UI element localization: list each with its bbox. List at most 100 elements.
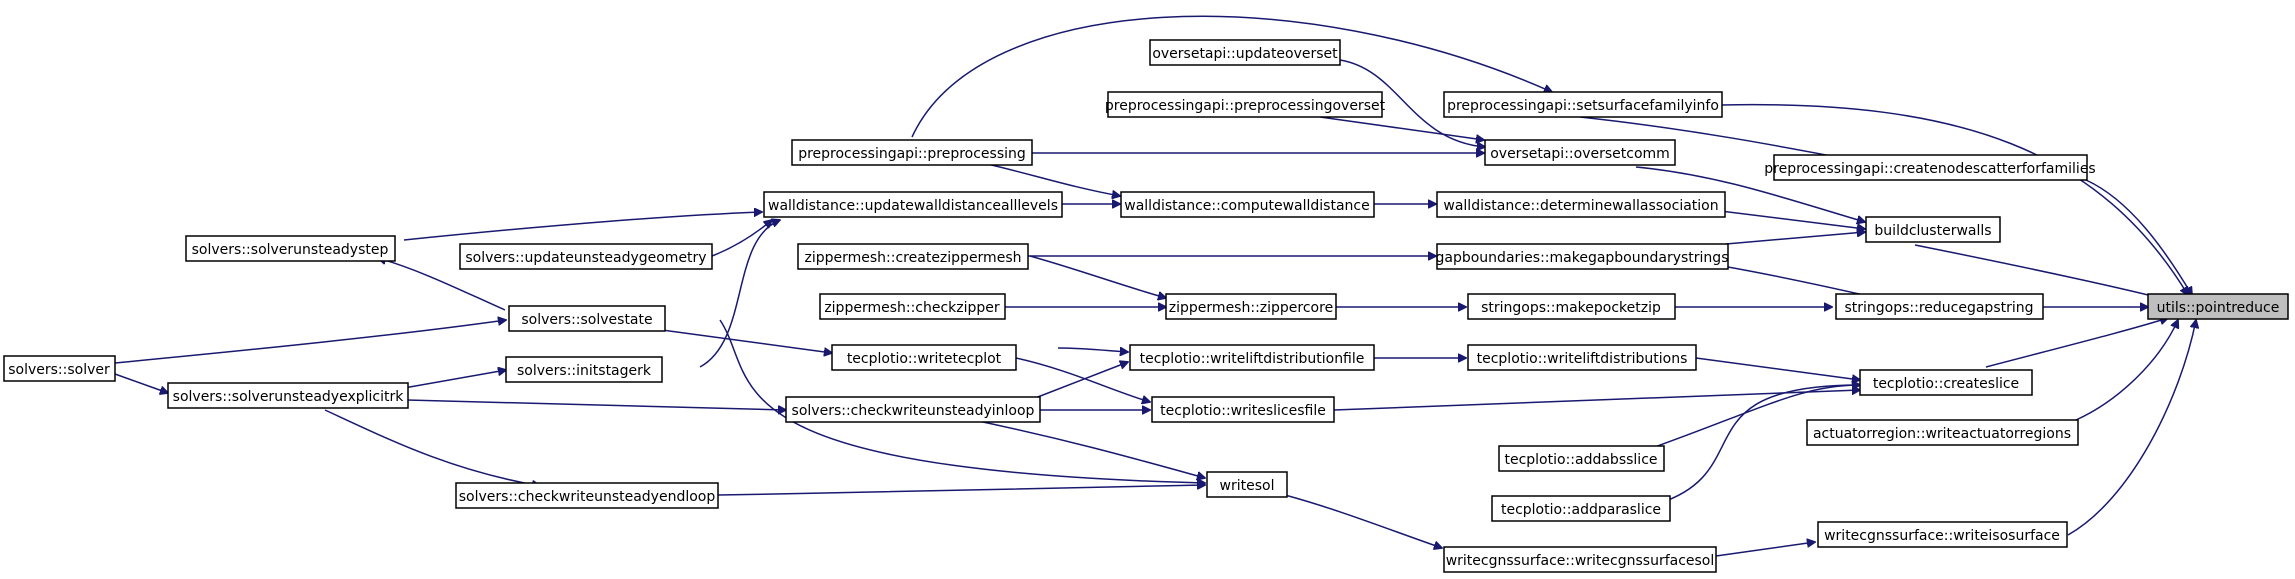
node-label: solvers::initstagerk bbox=[517, 363, 652, 379]
node-label: solvers::solverunsteadyexplicitrk bbox=[173, 389, 405, 405]
node-label: walldistance::computewalldistance bbox=[1124, 198, 1369, 214]
node-solvestate[interactable]: solvers::solvestate bbox=[508, 305, 666, 332]
node-label: tecplotio::writeliftdistributions bbox=[1477, 351, 1688, 367]
node-writeisosurface[interactable]: writecgnssurface::writeisosurface bbox=[1817, 521, 2068, 548]
node-writecgnssurfacesol[interactable]: writecgnssurface::writecgnssurfacesol bbox=[1443, 546, 1717, 573]
edge bbox=[1015, 357, 1150, 402]
node-label: gapboundaries::makegapboundarystrings bbox=[1436, 250, 1729, 266]
node-label: tecplotio::createslice bbox=[1873, 376, 2019, 392]
node-writeliftdistributionfile[interactable]: tecplotio::writeliftdistributionfile bbox=[1129, 344, 1375, 371]
node-label: preprocessingapi::setsurfacefamilyinfo bbox=[1447, 98, 1719, 114]
edge bbox=[963, 417, 1205, 478]
node-label: zippermesh::zippercore bbox=[1169, 300, 1333, 316]
edge bbox=[699, 220, 780, 368]
edge bbox=[1715, 542, 1815, 557]
node-writeslicesfile[interactable]: tecplotio::writeslicesfile bbox=[1151, 396, 1335, 423]
node-label: solvers::solverunsteadystep bbox=[192, 242, 389, 258]
node-determinewallassociation[interactable]: walldistance::determinewallassociation bbox=[1436, 191, 1726, 218]
node-createnodescatter[interactable]: preprocessingapi::createnodescatterforfa… bbox=[1764, 154, 2096, 181]
node-updateoverset[interactable]: oversetapi::updateoverset bbox=[1149, 39, 1341, 66]
node-reducegapstring[interactable]: stringops::reducegapstring bbox=[1835, 293, 2044, 320]
node-label: zippermesh::createzippermesh bbox=[805, 250, 1022, 266]
edges bbox=[114, 15, 2196, 557]
node-label: writecgnssurface::writecgnssurfacesol bbox=[1446, 553, 1715, 569]
node-label: buildclusterwalls bbox=[1874, 223, 1991, 239]
edge bbox=[1725, 232, 1865, 245]
node-label: actuatorregion::writeactuatorregions bbox=[1813, 426, 2071, 442]
node-updateunsteadygeometry[interactable]: solvers::updateunsteadygeometry bbox=[459, 243, 713, 270]
edge bbox=[661, 329, 832, 353]
edge bbox=[711, 220, 772, 257]
node-writesol[interactable]: writesol bbox=[1206, 471, 1288, 498]
node-oversetcomm[interactable]: oversetapi::oversetcomm bbox=[1484, 139, 1676, 166]
node-makepocketzip[interactable]: stringops::makepocketzip bbox=[1467, 293, 1676, 320]
edge bbox=[324, 409, 540, 486]
node-checkwriteunsteadyinloop[interactable]: solvers::checkwriteunsteadyinloop bbox=[785, 396, 1041, 423]
edge bbox=[1339, 59, 1485, 147]
node-label: oversetapi::oversetcomm bbox=[1490, 146, 1670, 162]
node-updatewalldistancealllevels[interactable]: walldistance::updatewalldistancealllevel… bbox=[763, 191, 1063, 218]
node-preprocessing[interactable]: preprocessingapi::preprocessing bbox=[791, 139, 1033, 166]
node-label: tecplotio::writeliftdistributionfile bbox=[1140, 351, 1365, 367]
node-addabsslice[interactable]: tecplotio::addabsslice bbox=[1498, 445, 1665, 472]
edge bbox=[114, 320, 506, 364]
node-label: utils::pointreduce bbox=[2157, 300, 2280, 316]
node-createzippermesh[interactable]: zippermesh::createzippermesh bbox=[797, 243, 1029, 270]
node-label: preprocessingapi::preprocessing bbox=[798, 146, 1026, 162]
edge bbox=[1914, 244, 2168, 300]
node-label: solvers::solvestate bbox=[521, 312, 652, 328]
node-addparaslice[interactable]: tecplotio::addparaslice bbox=[1491, 495, 1671, 522]
node-label: solvers::solver bbox=[8, 362, 110, 378]
edge bbox=[2067, 320, 2196, 536]
edge bbox=[114, 373, 168, 393]
node-solver[interactable]: solvers::solver bbox=[3, 355, 116, 382]
node-solverunsteadystep[interactable]: solvers::solverunsteadystep bbox=[185, 235, 396, 262]
node-label: walldistance::determinewallassociation bbox=[1443, 198, 1718, 214]
edge bbox=[1319, 116, 1484, 140]
node-label: walldistance::updatewalldistancealllevel… bbox=[768, 198, 1058, 214]
nodes: utils::pointreduce preprocessingapi::set… bbox=[3, 39, 2289, 573]
node-makegapboundarystrings[interactable]: gapboundaries::makegapboundarystrings bbox=[1436, 243, 1729, 270]
edge bbox=[1635, 166, 1865, 222]
node-initstagerk[interactable]: solvers::initstagerk bbox=[505, 356, 663, 383]
node-preprocessingoverset[interactable]: preprocessingapi::preprocessingoverset bbox=[1105, 91, 1386, 118]
edge bbox=[406, 399, 786, 410]
edge bbox=[1284, 494, 1442, 548]
node-label: tecplotio::addparaslice bbox=[1501, 502, 1661, 518]
edge bbox=[2085, 179, 2192, 295]
node-label: solvers::checkwriteunsteadyinloop bbox=[792, 403, 1035, 419]
edge bbox=[403, 212, 762, 241]
edge bbox=[1985, 318, 2168, 368]
node-writetecplot[interactable]: tecplotio::writetecplot bbox=[831, 344, 1017, 371]
node-checkzipper[interactable]: zippermesh::checkzipper bbox=[819, 293, 1006, 320]
edge bbox=[1057, 348, 1128, 352]
edge bbox=[717, 485, 1205, 496]
edge bbox=[1695, 357, 1860, 380]
edge bbox=[2075, 320, 2178, 421]
node-label: solvers::checkwriteunsteadyendloop bbox=[459, 489, 716, 505]
node-createslice[interactable]: tecplotio::createslice bbox=[1859, 369, 2033, 396]
node-label: tecplotio::writetecplot bbox=[847, 351, 1002, 367]
edge bbox=[1029, 255, 1166, 298]
node-writeliftdistributions[interactable]: tecplotio::writeliftdistributions bbox=[1467, 344, 1697, 371]
node-writeactuatorregions[interactable]: actuatorregion::writeactuatorregions bbox=[1806, 419, 2079, 446]
node-setsurfacefamilyinfo[interactable]: preprocessingapi::setsurfacefamilyinfo bbox=[1443, 91, 1723, 118]
node-zippercore[interactable]: zippermesh::zippercore bbox=[1165, 293, 1337, 320]
edge bbox=[378, 258, 506, 311]
node-solverunsteadyexplicitrk[interactable]: solvers::solverunsteadyexplicitrk bbox=[167, 382, 409, 409]
node-label: preprocessingapi::preprocessingoverset bbox=[1105, 98, 1386, 114]
node-computewalldistance[interactable]: walldistance::computewalldistance bbox=[1120, 191, 1375, 218]
node-checkwriteunsteadyendloop[interactable]: solvers::checkwriteunsteadyendloop bbox=[455, 482, 719, 509]
edge bbox=[403, 370, 506, 389]
node-pointreduce[interactable]: utils::pointreduce bbox=[2147, 293, 2289, 320]
node-label: preprocessingapi::createnodescatterforfa… bbox=[1764, 161, 2095, 177]
edge bbox=[911, 15, 1552, 138]
node-label: stringops::reducegapstring bbox=[1844, 300, 2033, 316]
node-label: solvers::updateunsteadygeometry bbox=[465, 250, 706, 266]
node-label: stringops::makepocketzip bbox=[1481, 300, 1661, 316]
node-buildclusterwalls[interactable]: buildclusterwalls bbox=[1865, 216, 2001, 243]
node-label: writecgnssurface::writeisosurface bbox=[1824, 528, 2060, 544]
edge bbox=[1721, 103, 2188, 295]
node-label: writesol bbox=[1220, 478, 1275, 494]
